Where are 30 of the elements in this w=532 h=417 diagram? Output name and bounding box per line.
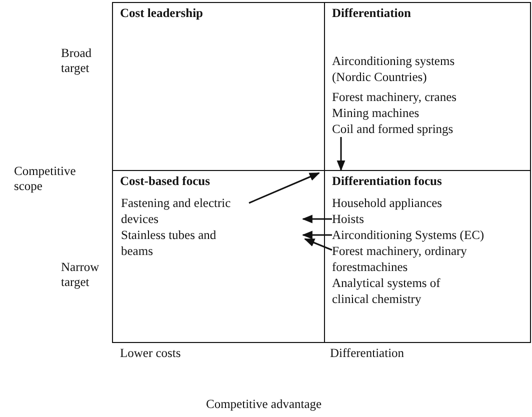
industry-item: Analytical systems of clinical chemistry xyxy=(332,275,472,307)
industry-item: Airconditioning systems (Nordic Countries) xyxy=(332,53,482,85)
quadrant-heading: Differentiation xyxy=(332,6,411,21)
axis-label: Competitive advantage xyxy=(206,397,323,412)
axis-label: Narrow target xyxy=(61,260,100,290)
axis-label: Lower costs xyxy=(120,346,182,361)
industry-item: Airconditioning Systems (EC) xyxy=(332,227,522,243)
axis-label: Broad target xyxy=(61,46,93,76)
axis-label: Competitive scope xyxy=(14,164,77,194)
quadrant-heading: Cost-based focus xyxy=(120,174,210,189)
arrow xyxy=(302,230,332,240)
quadrant-panel xyxy=(324,170,531,343)
industry-item: Household appliances xyxy=(332,195,522,211)
quadrant-panel xyxy=(324,2,531,171)
axis-label: Differentiation xyxy=(330,346,406,361)
industry-item: Fastening and electric devices xyxy=(121,195,249,227)
arrow xyxy=(248,172,320,204)
industry-item: Stainless tubes and beams xyxy=(121,227,239,259)
quadrant-heading: Cost leadership xyxy=(120,6,203,21)
quadrant-heading: Differentiation focus xyxy=(332,174,442,189)
industry-item: Coil and formed springs xyxy=(332,121,532,137)
quadrant-panel xyxy=(112,2,325,171)
industry-item: Forest machinery, ordinary forestmachines xyxy=(332,243,492,275)
arrow xyxy=(302,214,332,224)
industry-item: Mining machines xyxy=(332,105,532,121)
industry-item: Hoists xyxy=(332,211,392,227)
quadrant-panel xyxy=(112,170,325,343)
arrow xyxy=(304,238,332,251)
arrow xyxy=(336,137,346,172)
industry-item: Forest machinery, cranes xyxy=(332,89,532,105)
